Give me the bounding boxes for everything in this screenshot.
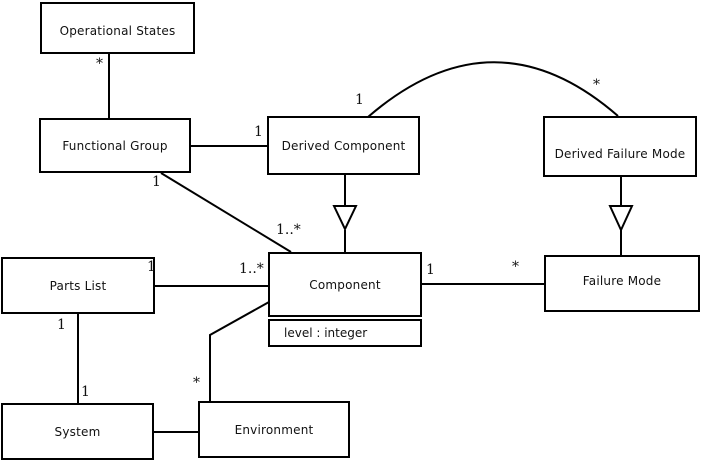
class-name-parts-list: Parts List: [49, 278, 107, 293]
edge-environment-component: [209, 301, 270, 401]
class-box-derived-failure-mode[interactable]: Derived Failure Mode: [543, 116, 697, 177]
class-box-derived-component[interactable]: Derived Component: [267, 116, 420, 175]
class-attributes-component[interactable]: level : integer: [268, 319, 422, 347]
class-name-derived-component: Derived Component: [281, 138, 406, 153]
attribute-level-integer: level : integer: [284, 326, 368, 340]
class-box-functional-group[interactable]: Functional Group: [39, 118, 191, 173]
multiplicity-funcgroup-dc-1: 1: [254, 124, 263, 140]
edge-arc-derivedcomp-derivedfailure: [367, 61, 619, 118]
multiplicity-funcgroup-diag-1: 1: [152, 174, 161, 190]
multiplicity-arc-dfm-star: *: [593, 77, 600, 93]
class-box-parts-list[interactable]: Parts List: [1, 257, 155, 314]
class-name-operational-states: Operational States: [59, 24, 176, 38]
class-name-failure-mode: Failure Mode: [582, 273, 662, 288]
class-box-environment[interactable]: Environment: [198, 401, 350, 458]
multiplicity-component-fm-1: 1: [426, 262, 435, 278]
class-box-operational-states[interactable]: Operational States: [40, 2, 195, 54]
class-name-derived-failure-mode: Derived Failure Mode: [554, 146, 686, 161]
class-box-component[interactable]: Component: [268, 252, 422, 317]
generalization-triangle-component: [332, 205, 358, 232]
multiplicity-component-pl-1star: 1..*: [239, 261, 264, 277]
class-name-environment: Environment: [234, 422, 314, 437]
class-name-component: Component: [309, 277, 381, 292]
edge-funcgroup-component: [160, 172, 292, 253]
multiplicity-component-fg-1star: 1..*: [276, 222, 301, 238]
multiplicity-partslist-1: 1: [147, 259, 156, 275]
multiplicity-pl-system-1-bottom: 1: [81, 384, 90, 400]
class-box-system[interactable]: System: [1, 403, 154, 460]
multiplicity-pl-system-1-top: 1: [57, 317, 66, 333]
multiplicity-opstates-star: *: [96, 56, 103, 72]
generalization-triangle-failuremode: [608, 205, 634, 233]
multiplicity-arc-dc-1: 1: [355, 92, 364, 108]
multiplicity-environment-star: *: [193, 375, 200, 391]
class-name-system: System: [54, 424, 101, 439]
class-name-functional-group: Functional Group: [62, 138, 168, 153]
multiplicity-failuremode-star: *: [512, 259, 519, 275]
class-box-failure-mode[interactable]: Failure Mode: [544, 255, 700, 312]
